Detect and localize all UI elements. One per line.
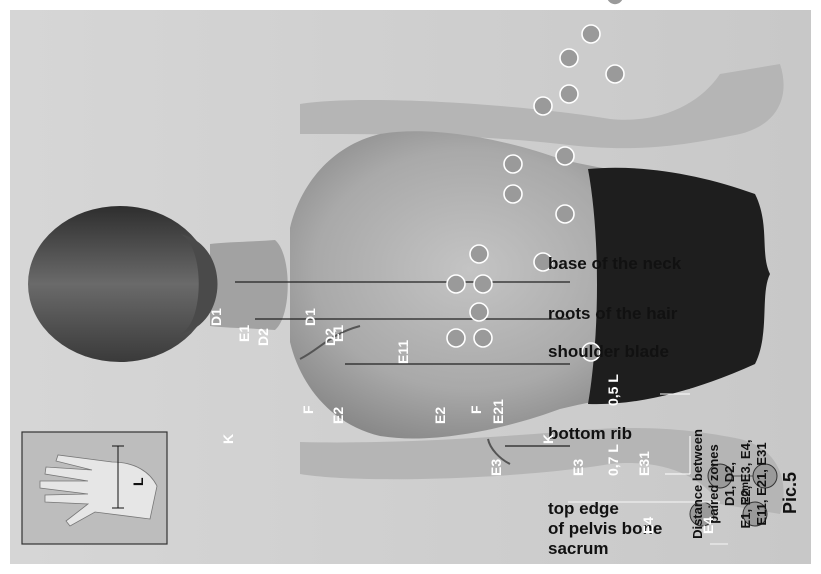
zone-label-d1-right: D1 xyxy=(302,308,318,326)
pic-label: Pic.5 xyxy=(780,472,801,514)
zone-label-e2-left: E2 xyxy=(432,407,448,424)
label-shoulder-blade: shoulder blade xyxy=(548,342,669,362)
zone-d2-left xyxy=(447,329,465,347)
label-bottom-rib: bottom rib xyxy=(548,424,632,444)
zone-label-k-left: K xyxy=(540,434,556,444)
distance-line: E11, E21, E31 xyxy=(754,424,770,544)
zone-e11-left xyxy=(504,185,522,203)
measure-05-label: 0,5 L xyxy=(605,374,621,406)
zone-d1-left xyxy=(474,329,492,347)
garment xyxy=(588,168,770,404)
label-pelvis-line1: top edge xyxy=(548,499,619,519)
zone-label-e11: E11 xyxy=(395,340,411,364)
distance-line: D1, D2, xyxy=(722,424,738,544)
zone-label-e31: E31 xyxy=(636,451,652,476)
zone-label-d1-left: D1 xyxy=(208,308,224,326)
measure-07-label: 0,7 L xyxy=(605,444,621,476)
label-roots-of-hair: roots of the hair xyxy=(548,304,677,324)
label-base-of-neck: base of the neck xyxy=(548,254,681,274)
zone-e11-right xyxy=(504,155,522,173)
zone-e21-left xyxy=(560,85,578,103)
zone-label-e4-left: E4 xyxy=(700,517,716,534)
zone-e2-right xyxy=(556,205,574,223)
zone-label-e1-left: E1 xyxy=(330,325,346,342)
zone-label-e4-right: E4 xyxy=(640,517,656,534)
zone-e21-right xyxy=(560,49,578,67)
zone-label-e21: E21 xyxy=(490,399,506,424)
zone-label-e1-right: E1 xyxy=(236,325,252,342)
zone-d1-right xyxy=(474,275,492,293)
zone-label-f-left: F xyxy=(468,405,484,414)
zone-label-e2-right: E2 xyxy=(330,407,346,424)
hand-length-label: L xyxy=(130,477,146,486)
zone-d2-right xyxy=(447,275,465,293)
zone-e3-right xyxy=(606,65,624,83)
zone-label-f-right: F xyxy=(300,405,316,414)
label-sacrum: sacrum xyxy=(548,539,608,559)
distance-line: E1, E2, E3, E4, xyxy=(738,424,754,544)
head-hair xyxy=(28,206,212,362)
zone-k-left xyxy=(582,25,600,43)
zone-label-e3-left: E3 xyxy=(570,459,586,476)
zone-label-d2-left: D2 xyxy=(255,328,271,346)
zone-e2-left xyxy=(556,147,574,165)
zone-label-k-right: K xyxy=(220,434,236,444)
zone-e3-left xyxy=(606,0,624,5)
zone-e1-right xyxy=(470,303,488,321)
zone-e1-left xyxy=(470,245,488,263)
zone-f-left xyxy=(534,97,552,115)
zone-label-e3-right: E3 xyxy=(488,459,504,476)
